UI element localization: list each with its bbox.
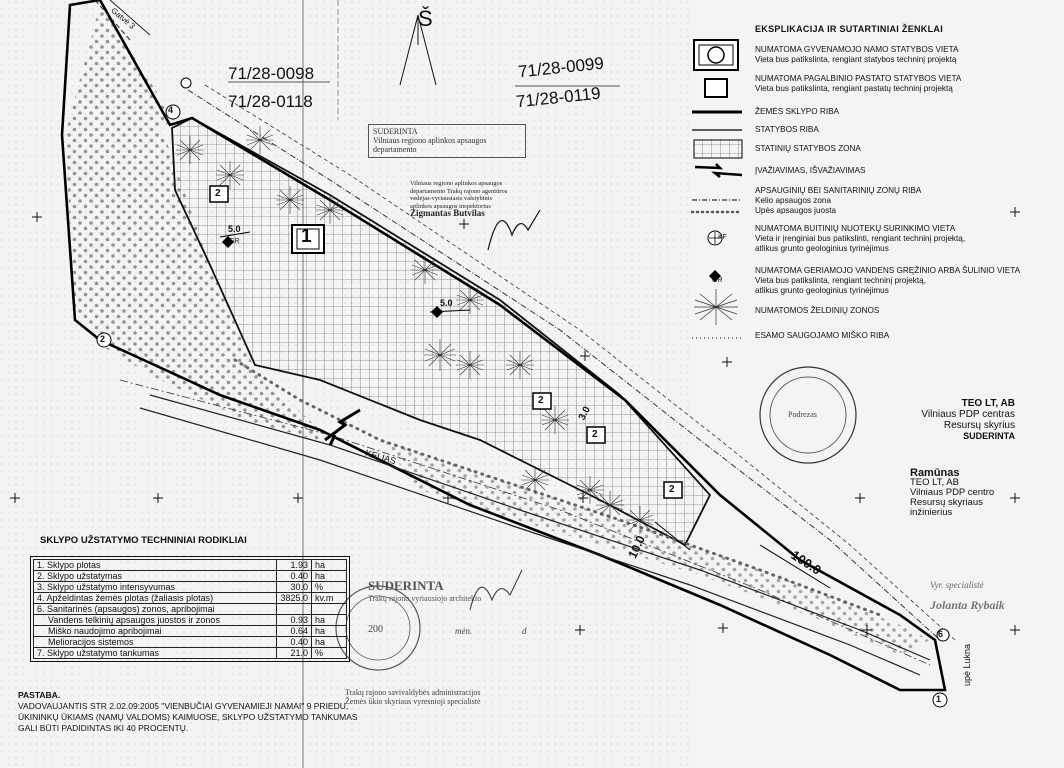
- date-month: mėn.: [455, 626, 473, 636]
- indicator-label: 2. Sklypo užstatymas: [33, 570, 277, 582]
- legend-item-sewage: NUMATOMA BUITINIŲ NUOTEKŲ SURINKIMO VIET…: [755, 224, 966, 253]
- north-label: Š: [418, 6, 433, 31]
- dim-label-5a: 5.0: [228, 224, 241, 234]
- indicator-label: 4. Apželdintas žemės plotas (žaliasis pl…: [33, 592, 277, 604]
- greenery-zones: [176, 126, 654, 534]
- signature-1: [487, 209, 541, 251]
- indicator-value: 1.93: [276, 559, 312, 571]
- indicator-label: 6. Sanitarinės (apsaugos) zonos, apriboj…: [33, 603, 277, 615]
- point-label-6: 6: [938, 629, 944, 639]
- indicator-unit: ha: [311, 570, 347, 582]
- teo-stamp-name: Podrezas: [788, 410, 817, 419]
- parcel-label-nw2: 71/28-0118: [228, 92, 313, 111]
- protection-zone-line: [187, 89, 941, 641]
- indicator-unit: %: [311, 647, 347, 659]
- date-day: d: [522, 626, 527, 636]
- parcel-boundary: [60, 0, 947, 692]
- suderinta-architect: SUDERINTA: [368, 578, 444, 593]
- indicator-value: [276, 603, 312, 615]
- road-edge-1: [149, 394, 931, 661]
- indicator-row: 4. Apželdintas žemės plotas (žaliasis pl…: [33, 592, 347, 604]
- indicator-unit: %: [311, 581, 347, 593]
- indicators-title: SKLYPO UŽSTATYMO TECHNINIAI RODIKLIAI: [40, 535, 247, 546]
- indicator-label: Vandens telkinių apsaugos juostos ir zon…: [33, 614, 277, 626]
- suderinta-stamp-environment: SUDERINTA Vilniaus regiono aplinkos apsa…: [368, 124, 526, 158]
- indicator-unit: ha: [311, 625, 347, 637]
- entry-arrow: [324, 408, 361, 446]
- sewage-code: KF: [718, 234, 727, 241]
- legend-item-building-zone: STATINIŲ STATYBOS ZONA: [755, 144, 861, 153]
- well-marker: [222, 236, 234, 248]
- legend-item-forest-limit: ESAMO SAUGOJAMO MIŠKO RIBA: [755, 331, 890, 340]
- river-protection-line: [233, 358, 882, 617]
- indicator-value: 0.64: [276, 625, 312, 637]
- indicator-label: 7. Sklypo užstatymo tankumas: [33, 647, 277, 659]
- point-label-4: 4: [168, 105, 174, 115]
- environment-signature-block: Vilniaus regiono aplinkos apsaugos depar…: [410, 180, 508, 218]
- indicator-label: 3. Sklypo užstatymo intensyvumas: [33, 581, 277, 593]
- well-code: GR: [712, 277, 723, 284]
- indicator-value: 30.0: [276, 581, 312, 593]
- indicator-row: 6. Sanitarinės (apsaugos) zonos, apriboj…: [33, 603, 347, 615]
- indicator-value: 0.40: [276, 570, 312, 582]
- indicator-value: 0.93: [276, 614, 312, 626]
- indicator-value: 0.40: [276, 636, 312, 648]
- legend-title: EKSPLIKACIJA IR SUTARTINIAI ŽENKLAI: [755, 24, 944, 34]
- indicator-unit: ha: [311, 614, 347, 626]
- note-block: PASTABA. VADOVAUJANTIS STR 2.02.09:2005 …: [18, 690, 358, 733]
- aux-building-number-2: 2: [538, 395, 544, 406]
- point-label-1: 1: [936, 694, 942, 704]
- point-label-2: 2: [100, 334, 106, 344]
- agriculture-department-label: Trakų rajono savivaldybės administracijo…: [345, 688, 481, 706]
- teo-approval: TEO LT, AB Vilniaus PDP centras Resursų …: [921, 398, 1015, 441]
- teo-engineer-block: Ramūnas TEO LT, AB Vilniaus PDP centro R…: [910, 467, 995, 518]
- dim-label-5b: 5.0: [440, 298, 453, 308]
- indicator-unit: [311, 603, 347, 615]
- legend-item-building-limit: STATYBOS RIBA: [755, 125, 819, 134]
- corner-points: [96, 77, 950, 708]
- indicator-label: Melioracijos sistemos: [33, 636, 277, 648]
- indicator-label: 1. Sklypo plotas: [33, 559, 277, 571]
- aux-building-number-1: 2: [215, 188, 221, 199]
- indicator-row: Vandens telkinių apsaugos juostos ir zon…: [33, 614, 347, 626]
- signature-2: [469, 569, 523, 611]
- aux-building-number-3: 2: [592, 429, 598, 440]
- indicator-value: 3825.0: [276, 592, 312, 604]
- legend-symbols: [690, 39, 744, 339]
- building-markers: [209, 185, 683, 499]
- north-arrow: [399, 14, 437, 86]
- signature-right-top: Vyr. specialistė: [930, 580, 984, 590]
- legend-item-well: NUMATOMA GERIAMOJO VANDENS GRĘŽINIO ARBA…: [755, 266, 1021, 295]
- indicator-value: 21.0: [276, 647, 312, 659]
- legend-item-parcel-boundary: ŽEMĖS SKLYPO RIBA: [755, 107, 840, 116]
- legend-item-entry: ĮVAŽIAVIMAS, IŠVAŽIAVIMAS: [755, 166, 866, 175]
- teo-stamp: [759, 366, 857, 464]
- signature-right: Jolanta Rybaik: [930, 598, 1005, 612]
- indicator-unit: kv.m: [311, 592, 347, 604]
- indicator-label: Miško naudojimo apribojimai: [33, 625, 277, 637]
- indicator-unit: ha: [311, 636, 347, 648]
- grid-crosses: [10, 207, 1020, 635]
- forest-dotted-zone: [65, 5, 335, 445]
- legend-item-aux-building: NUMATOMA PAGALBINIO PASTATO STATYBOS VIE…: [755, 74, 962, 93]
- river-label: upė Lukna: [962, 643, 973, 687]
- road-edge-2: [139, 407, 921, 676]
- well-label: GR: [229, 238, 240, 245]
- indicator-unit: ha: [311, 559, 347, 571]
- parcel-label-nw1: 71/28-0098: [228, 64, 315, 83]
- architect-label: Trakų rajono vyriausiojo architekto: [368, 594, 482, 603]
- aux-building-number-4: 2: [669, 484, 675, 495]
- date-year: 200: [368, 624, 383, 635]
- main-building-number: 1: [301, 226, 312, 247]
- legend-item-greenery: NUMATOMOS ŽELDINIŲ ZONOS: [755, 306, 880, 315]
